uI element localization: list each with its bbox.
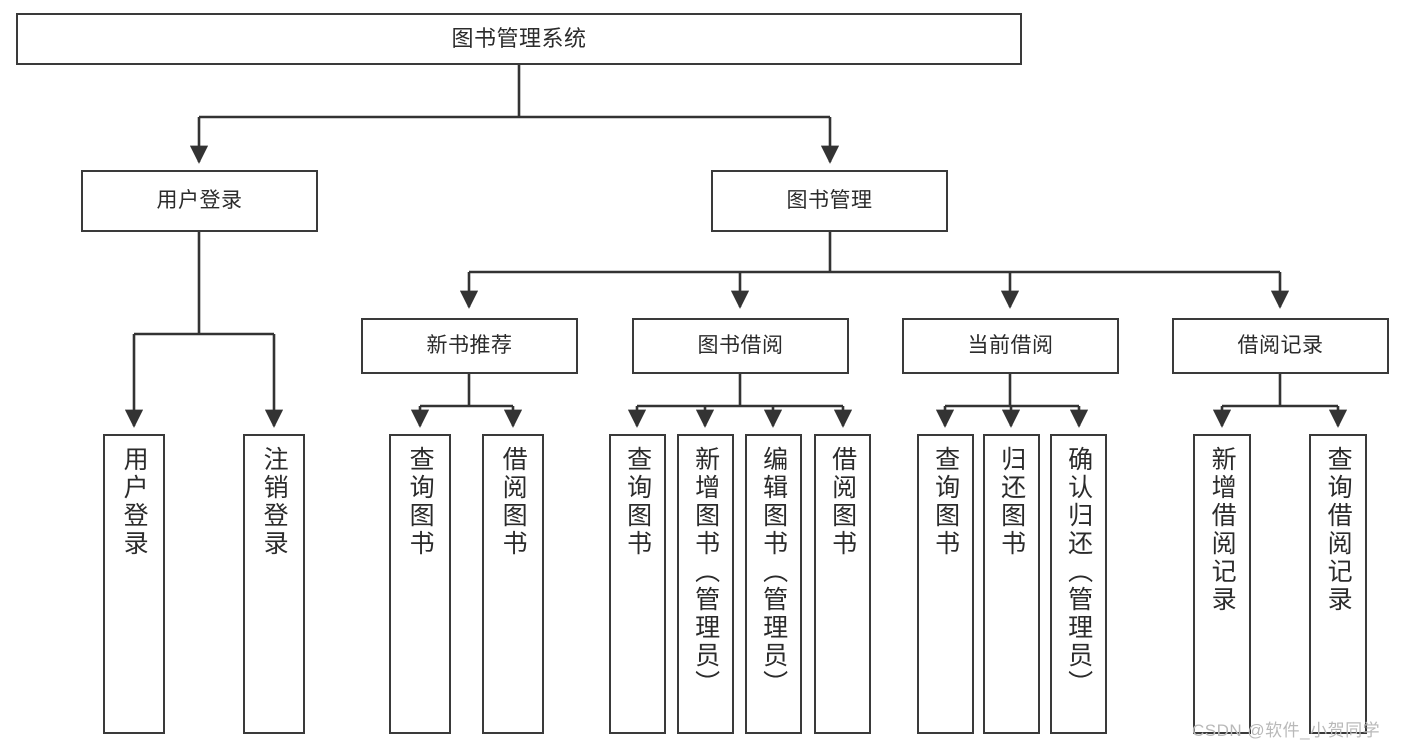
node-leaf-logout[interactable]: 注销登录 (243, 434, 305, 734)
node-leaf-query-book-3-label: 查询图书 (931, 446, 960, 558)
node-leaf-query-book-1-label: 查询图书 (406, 446, 435, 558)
node-leaf-add-record-label: 新增借阅记录 (1208, 446, 1237, 614)
node-leaf-edit-book-label: 编辑图书（管理员） (759, 446, 788, 698)
node-book-manage[interactable]: 图书管理 (711, 170, 948, 232)
node-current-borrow-label: 当前借阅 (967, 334, 1054, 358)
node-leaf-query-book-2-label: 查询图书 (623, 446, 652, 558)
node-new-book-rec-label: 新书推荐 (426, 334, 513, 358)
node-book-borrow-label: 图书借阅 (697, 334, 784, 358)
node-borrow-record-label: 借阅记录 (1237, 334, 1324, 358)
node-leaf-user-login-label: 用户登录 (120, 446, 149, 558)
node-root[interactable]: 图书管理系统 (16, 13, 1022, 65)
node-leaf-query-book-3[interactable]: 查询图书 (917, 434, 974, 734)
node-leaf-borrow-book-1[interactable]: 借阅图书 (482, 434, 544, 734)
node-user-login-label: 用户登录 (156, 189, 243, 213)
node-leaf-edit-book[interactable]: 编辑图书（管理员） (745, 434, 802, 734)
node-leaf-return-book[interactable]: 归还图书 (983, 434, 1040, 734)
node-book-manage-label: 图书管理 (786, 189, 873, 213)
node-leaf-user-login[interactable]: 用户登录 (103, 434, 165, 734)
node-leaf-add-book-label: 新增图书（管理员） (691, 446, 720, 698)
node-current-borrow[interactable]: 当前借阅 (902, 318, 1119, 374)
node-leaf-add-record[interactable]: 新增借阅记录 (1193, 434, 1251, 734)
node-user-login[interactable]: 用户登录 (81, 170, 318, 232)
csdn-watermark: CSDN @软件_小贺同学 (1192, 721, 1381, 740)
node-leaf-borrow-book-2[interactable]: 借阅图书 (814, 434, 871, 734)
node-leaf-query-book-2[interactable]: 查询图书 (609, 434, 666, 734)
node-book-borrow[interactable]: 图书借阅 (632, 318, 849, 374)
node-leaf-logout-label: 注销登录 (260, 446, 289, 558)
node-leaf-borrow-book-2-label: 借阅图书 (828, 446, 857, 558)
node-new-book-rec[interactable]: 新书推荐 (361, 318, 578, 374)
node-leaf-return-book-label: 归还图书 (997, 446, 1026, 558)
node-leaf-confirm-return[interactable]: 确认归还（管理员） (1050, 434, 1107, 734)
node-leaf-query-book-1[interactable]: 查询图书 (389, 434, 451, 734)
node-leaf-add-book[interactable]: 新增图书（管理员） (677, 434, 734, 734)
node-leaf-borrow-book-1-label: 借阅图书 (499, 446, 528, 558)
node-leaf-query-record-label: 查询借阅记录 (1324, 446, 1353, 614)
node-root-label: 图书管理系统 (451, 26, 587, 52)
node-leaf-query-record[interactable]: 查询借阅记录 (1309, 434, 1367, 734)
node-leaf-confirm-return-label: 确认归还（管理员） (1064, 446, 1093, 698)
node-borrow-record[interactable]: 借阅记录 (1172, 318, 1389, 374)
